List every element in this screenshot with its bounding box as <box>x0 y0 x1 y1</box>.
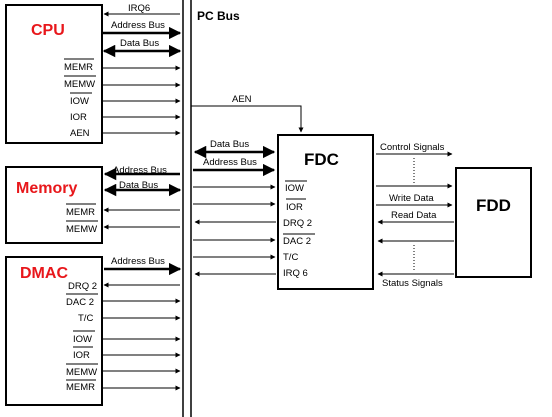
memory-address-bus-label: Address Bus <box>113 165 167 176</box>
fdc-aen-line <box>191 105 304 133</box>
cpu-block <box>5 4 103 144</box>
cpu-memw-label: MEMW <box>64 79 95 90</box>
pc-bus-title: PC Bus <box>197 9 240 23</box>
fdd-read-data-label: Read Data <box>391 210 437 221</box>
fdc-data-bus-label: Data Bus <box>210 139 249 150</box>
dmac-dac2-label: DAC 2 <box>66 297 94 308</box>
dmac-tc-label: T/C <box>78 313 93 324</box>
cpu-iow-label: IOW <box>70 96 89 107</box>
dmac-iow-label: IOW <box>73 334 92 345</box>
cpu-ior-label: IOR <box>70 112 87 123</box>
dmac-ior-label: IOR <box>73 350 90 361</box>
memory-block <box>5 166 103 244</box>
memory-label: Memory <box>16 180 77 197</box>
dmac-memw-label: MEMW <box>66 367 97 378</box>
memory-memr-label: MEMR <box>66 207 95 218</box>
dmac-memr-label: MEMR <box>66 382 95 393</box>
fdd-label: FDD <box>476 196 511 215</box>
cpu-aen-label: AEN <box>70 128 90 139</box>
dmac-block <box>5 256 103 406</box>
fdc-drq2-label: DRQ 2 <box>283 218 312 229</box>
memory-data-bus-label: Data Bus <box>119 180 158 191</box>
fdc-tc-label: T/C <box>283 252 298 263</box>
fdd-write-data-label: Write Data <box>389 193 434 204</box>
cpu-label: CPU <box>31 22 65 39</box>
fdc-label: FDC <box>304 150 339 169</box>
fdc-dac2-label: DAC 2 <box>283 236 311 247</box>
fdc-iow-label: IOW <box>285 183 304 194</box>
fdd-control-label: Control Signals <box>380 142 445 153</box>
cpu-data-bus-label: Data Bus <box>120 38 159 49</box>
fdc-ior-label: IOR <box>286 202 303 213</box>
cpu-address-bus-label: Address Bus <box>111 20 165 31</box>
memory-memw-label: MEMW <box>66 224 97 235</box>
dmac-drq2-label: DRQ 2 <box>68 281 97 292</box>
fdc-aen-label: AEN <box>232 94 252 105</box>
dmac-address-bus-label: Address Bus <box>111 256 165 267</box>
fdd-status-label: Status Signals <box>382 278 443 289</box>
dmac-label: DMAC <box>20 265 68 282</box>
cpu-memr-label: MEMR <box>64 62 93 73</box>
fdc-address-bus-label: Address Bus <box>203 157 257 168</box>
fdc-block <box>277 134 374 290</box>
cpu-irq6-label: IRQ6 <box>128 3 150 14</box>
fdc-irq6-label: IRQ 6 <box>283 268 308 279</box>
fdd-block <box>455 167 532 278</box>
